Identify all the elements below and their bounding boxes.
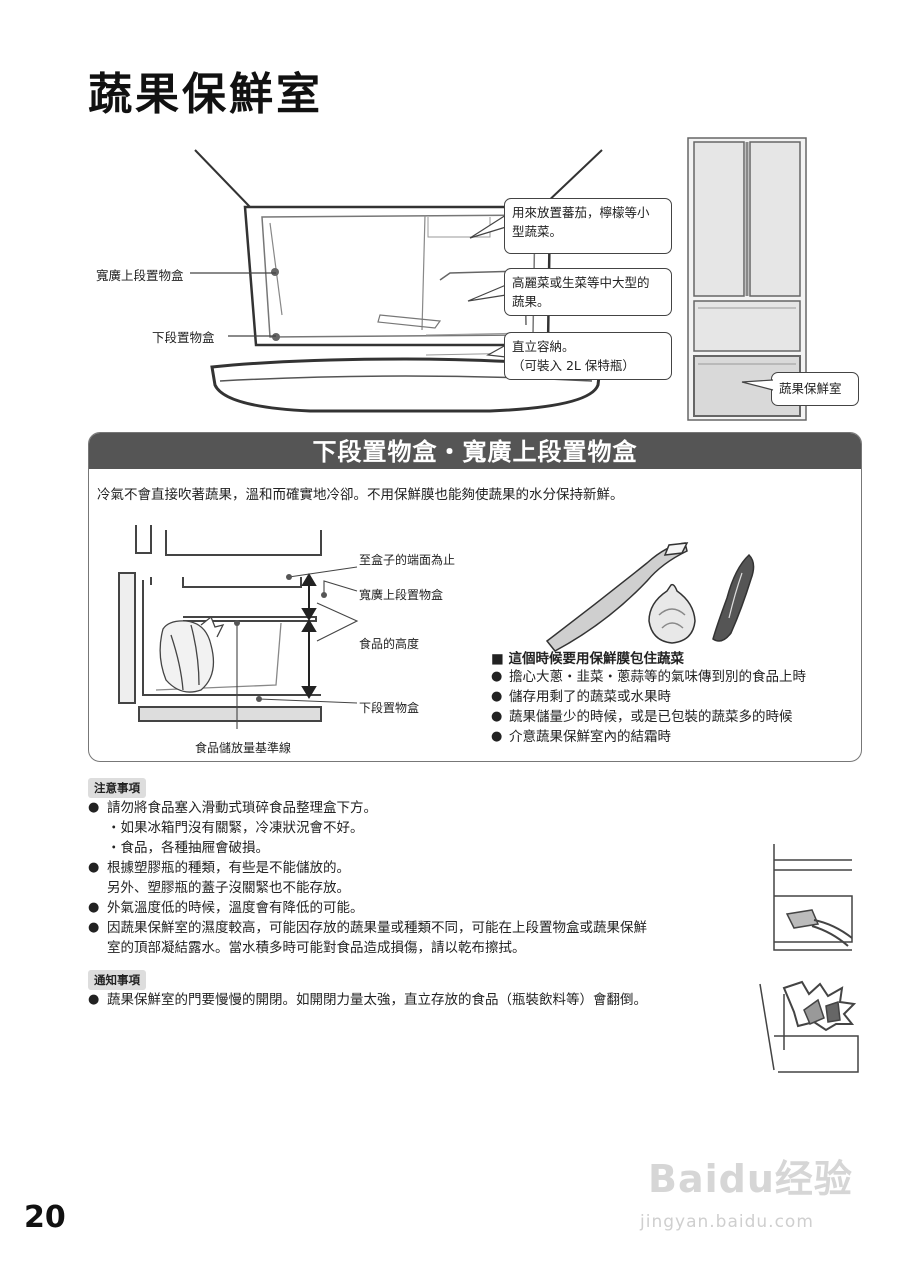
callout-large-produce: 高麗菜或生菜等中大型的 蔬果。 <box>504 268 672 316</box>
vegetables-illustration <box>545 542 755 652</box>
fridge-pointer <box>741 379 774 391</box>
list-item: 請勿將食品塞入滑動式瑣碎食品整理盒下方。 ・如果冰箱門沒有關緊，冷凍狀況會不好。… <box>88 798 738 858</box>
caution-list: 請勿將食品塞入滑動式瑣碎食品整理盒下方。 ・如果冰箱門沒有關緊，冷凍狀況會不好。… <box>88 798 738 958</box>
label-lower-box-section: 下段置物盒 <box>359 701 420 715</box>
leader-upper <box>190 272 276 274</box>
callout-crisper: 蔬果保鮮室 <box>771 372 859 406</box>
height-arrows <box>234 566 359 729</box>
caution-illustration <box>773 844 853 951</box>
callout-pointers <box>467 214 507 358</box>
list-item: 擔心大蔥・韭菜・蔥蒜等的氣味傳到別的食品上時 <box>491 667 806 687</box>
callout-upright-storage: 直立容納。 （可裝入 2L 保特瓶） <box>504 332 672 380</box>
page-number: 20 <box>24 1200 66 1235</box>
label-baseline: 食品儲放量基準線 <box>195 741 292 755</box>
list-item: 介意蔬果保鮮室內的結霜時 <box>491 727 806 747</box>
notice-illustration <box>759 980 859 1073</box>
watermark-brand: Baidu经验 <box>648 1157 853 1201</box>
notice-tag: 通知事項 <box>88 970 146 990</box>
label-lower-box: 下段置物盒 <box>152 330 215 345</box>
label-upper-box-section: 寬廣上段置物盒 <box>359 588 444 602</box>
label-food-height: 食品的高度 <box>359 637 420 651</box>
list-item: 因蔬果保鮮室的濕度較高，可能因存放的蔬果量或種類不同，可能在上段置物盒或蔬果保鮮… <box>88 918 738 958</box>
page-title: 蔬果保鮮室 <box>88 69 323 120</box>
cross-section-diagram <box>118 525 322 722</box>
watermark-url: jingyan.baidu.com <box>640 1212 814 1232</box>
panel-lead-text: 冷氣不會直接吹著蔬果，溫和而確實地冷卻。不用保鮮膜也能夠使蔬果的水分保持新鮮。 <box>97 487 624 503</box>
panel-heading: 下段置物盒・寬廣上段置物盒 <box>89 433 861 469</box>
label-upper-box: 寬廣上段置物盒 <box>96 268 184 283</box>
wrap-list: 擔心大蔥・韭菜・蔥蒜等的氣味傳到別的食品上時 儲存用剩了的蔬菜或水果時 蔬果儲量… <box>491 667 806 747</box>
wrap-heading: ■ 這個時候要用保鮮膜包住蔬菜 <box>491 651 684 667</box>
label-box-edge: 至盒子的端面為止 <box>359 553 456 567</box>
list-item: 蔬果儲量少的時候，或是已包裝的蔬菜多的時候 <box>491 707 806 727</box>
leader-lower <box>228 335 276 337</box>
caution-tag: 注意事項 <box>88 778 146 798</box>
list-item: 儲存用剩了的蔬菜或水果時 <box>491 687 806 707</box>
list-item: 外氣溫度低的時候，溫度會有降低的可能。 <box>88 898 738 918</box>
callout-small-produce: 用來放置蕃茄，檸檬等小 型蔬菜。 <box>504 198 672 254</box>
list-item: 根據塑膠瓶的種類，有些是不能儲放的。 另外、塑膠瓶的蓋子沒關緊也不能存放。 <box>88 858 738 898</box>
notice-list: 蔬果保鮮室的門要慢慢的開閉。如開閉力量太強，直立存放的食品（瓶裝飲料等）會翻倒。 <box>88 990 738 1010</box>
crisper-panel: 下段置物盒・寬廣上段置物盒 冷氣不會直接吹著蔬果，溫和而確實地冷卻。不用保鮮膜也… <box>88 432 862 762</box>
list-item: 蔬果保鮮室的門要慢慢的開閉。如開閉力量太強，直立存放的食品（瓶裝飲料等）會翻倒。 <box>88 990 738 1010</box>
